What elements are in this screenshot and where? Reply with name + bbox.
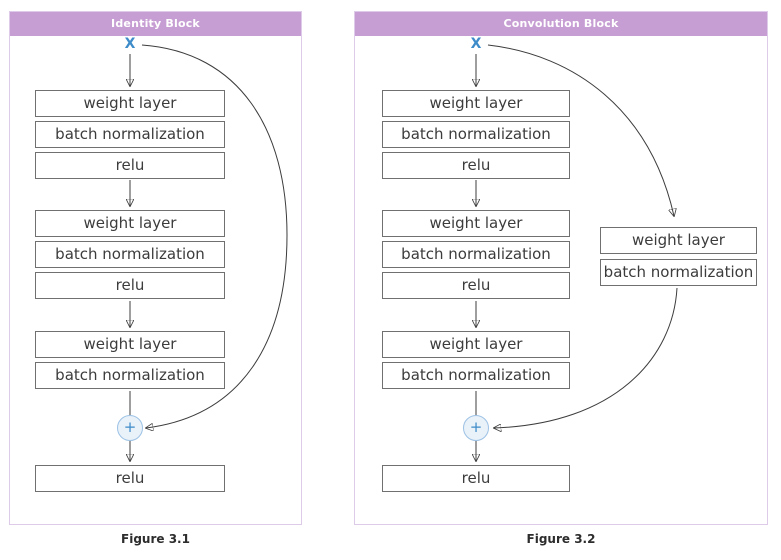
figure-caption: Figure 3.1 (121, 532, 190, 546)
relu-box: relu (382, 152, 570, 179)
batch-norm-box: batch normalization (35, 362, 225, 389)
convolution-block-header: Convolution Block (355, 12, 767, 36)
weight-layer-box: weight layer (35, 210, 225, 237)
relu-output-box: relu (382, 465, 570, 492)
side-batch-norm-box: batch normalization (600, 259, 757, 286)
input-x-label: X (124, 36, 136, 52)
side-weight-layer-box: weight layer (600, 227, 757, 254)
weight-layer-box: weight layer (382, 331, 570, 358)
relu-box: relu (35, 152, 225, 179)
weight-layer-box: weight layer (35, 331, 225, 358)
identity-block-header: Identity Block (10, 12, 301, 36)
weight-layer-box: weight layer (382, 90, 570, 117)
relu-output-box: relu (35, 465, 225, 492)
relu-box: relu (35, 272, 225, 299)
batch-norm-box: batch normalization (35, 121, 225, 148)
skip-connection-curve (141, 44, 288, 428)
weight-layer-box: weight layer (35, 90, 225, 117)
input-x-label: X (470, 36, 482, 52)
add-operator-circle: + (117, 415, 143, 441)
figure-caption: Figure 3.2 (526, 532, 596, 546)
batch-norm-box: batch normalization (35, 241, 225, 268)
batch-norm-box: batch normalization (382, 362, 570, 389)
weight-layer-box: weight layer (382, 210, 570, 237)
batch-norm-box: batch normalization (382, 121, 570, 148)
skip-to-side-weight-curve (487, 44, 674, 216)
batch-norm-box: batch normalization (382, 241, 570, 268)
add-operator-circle: + (463, 415, 489, 441)
side-batchnorm-to-plus-curve (494, 287, 678, 428)
relu-box: relu (382, 272, 570, 299)
